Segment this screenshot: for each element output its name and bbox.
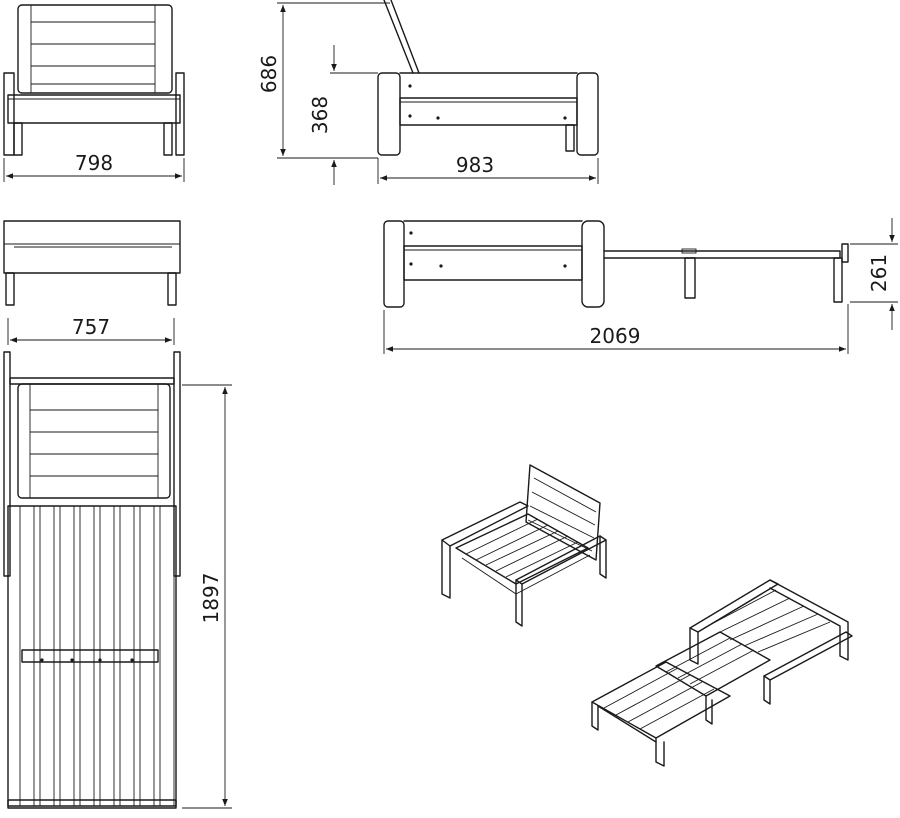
dim-top-width: 757 [72, 315, 110, 339]
top-view [3, 351, 181, 809]
isometric-bed [591, 579, 853, 767]
seat-height-dimension: 368 [308, 45, 378, 185]
dim-back-height: 686 [257, 55, 281, 93]
total-length-dimension: 1897 [182, 384, 232, 809]
isometric-armchair [441, 464, 607, 627]
rear-view [3, 220, 181, 306]
dim-side-depth: 983 [456, 153, 494, 177]
extended-length-dimension: 2069 [383, 304, 849, 354]
dim-total-length: 1897 [199, 573, 223, 624]
top-view-width-dimension: 757 [7, 315, 175, 345]
dim-extended-length: 2069 [590, 324, 641, 348]
dim-bed-height: 261 [867, 254, 891, 292]
back-height-dimension: 686 [257, 2, 390, 159]
extended-side-view [383, 220, 849, 308]
side-view [377, 0, 599, 156]
front-width-dimension: 798 [3, 151, 185, 182]
side-depth-dimension: 983 [377, 153, 599, 184]
dim-seat-height: 368 [308, 96, 332, 134]
dim-front-width: 798 [75, 151, 113, 175]
front-view [3, 4, 185, 156]
bed-height-dimension: 261 [850, 218, 898, 330]
